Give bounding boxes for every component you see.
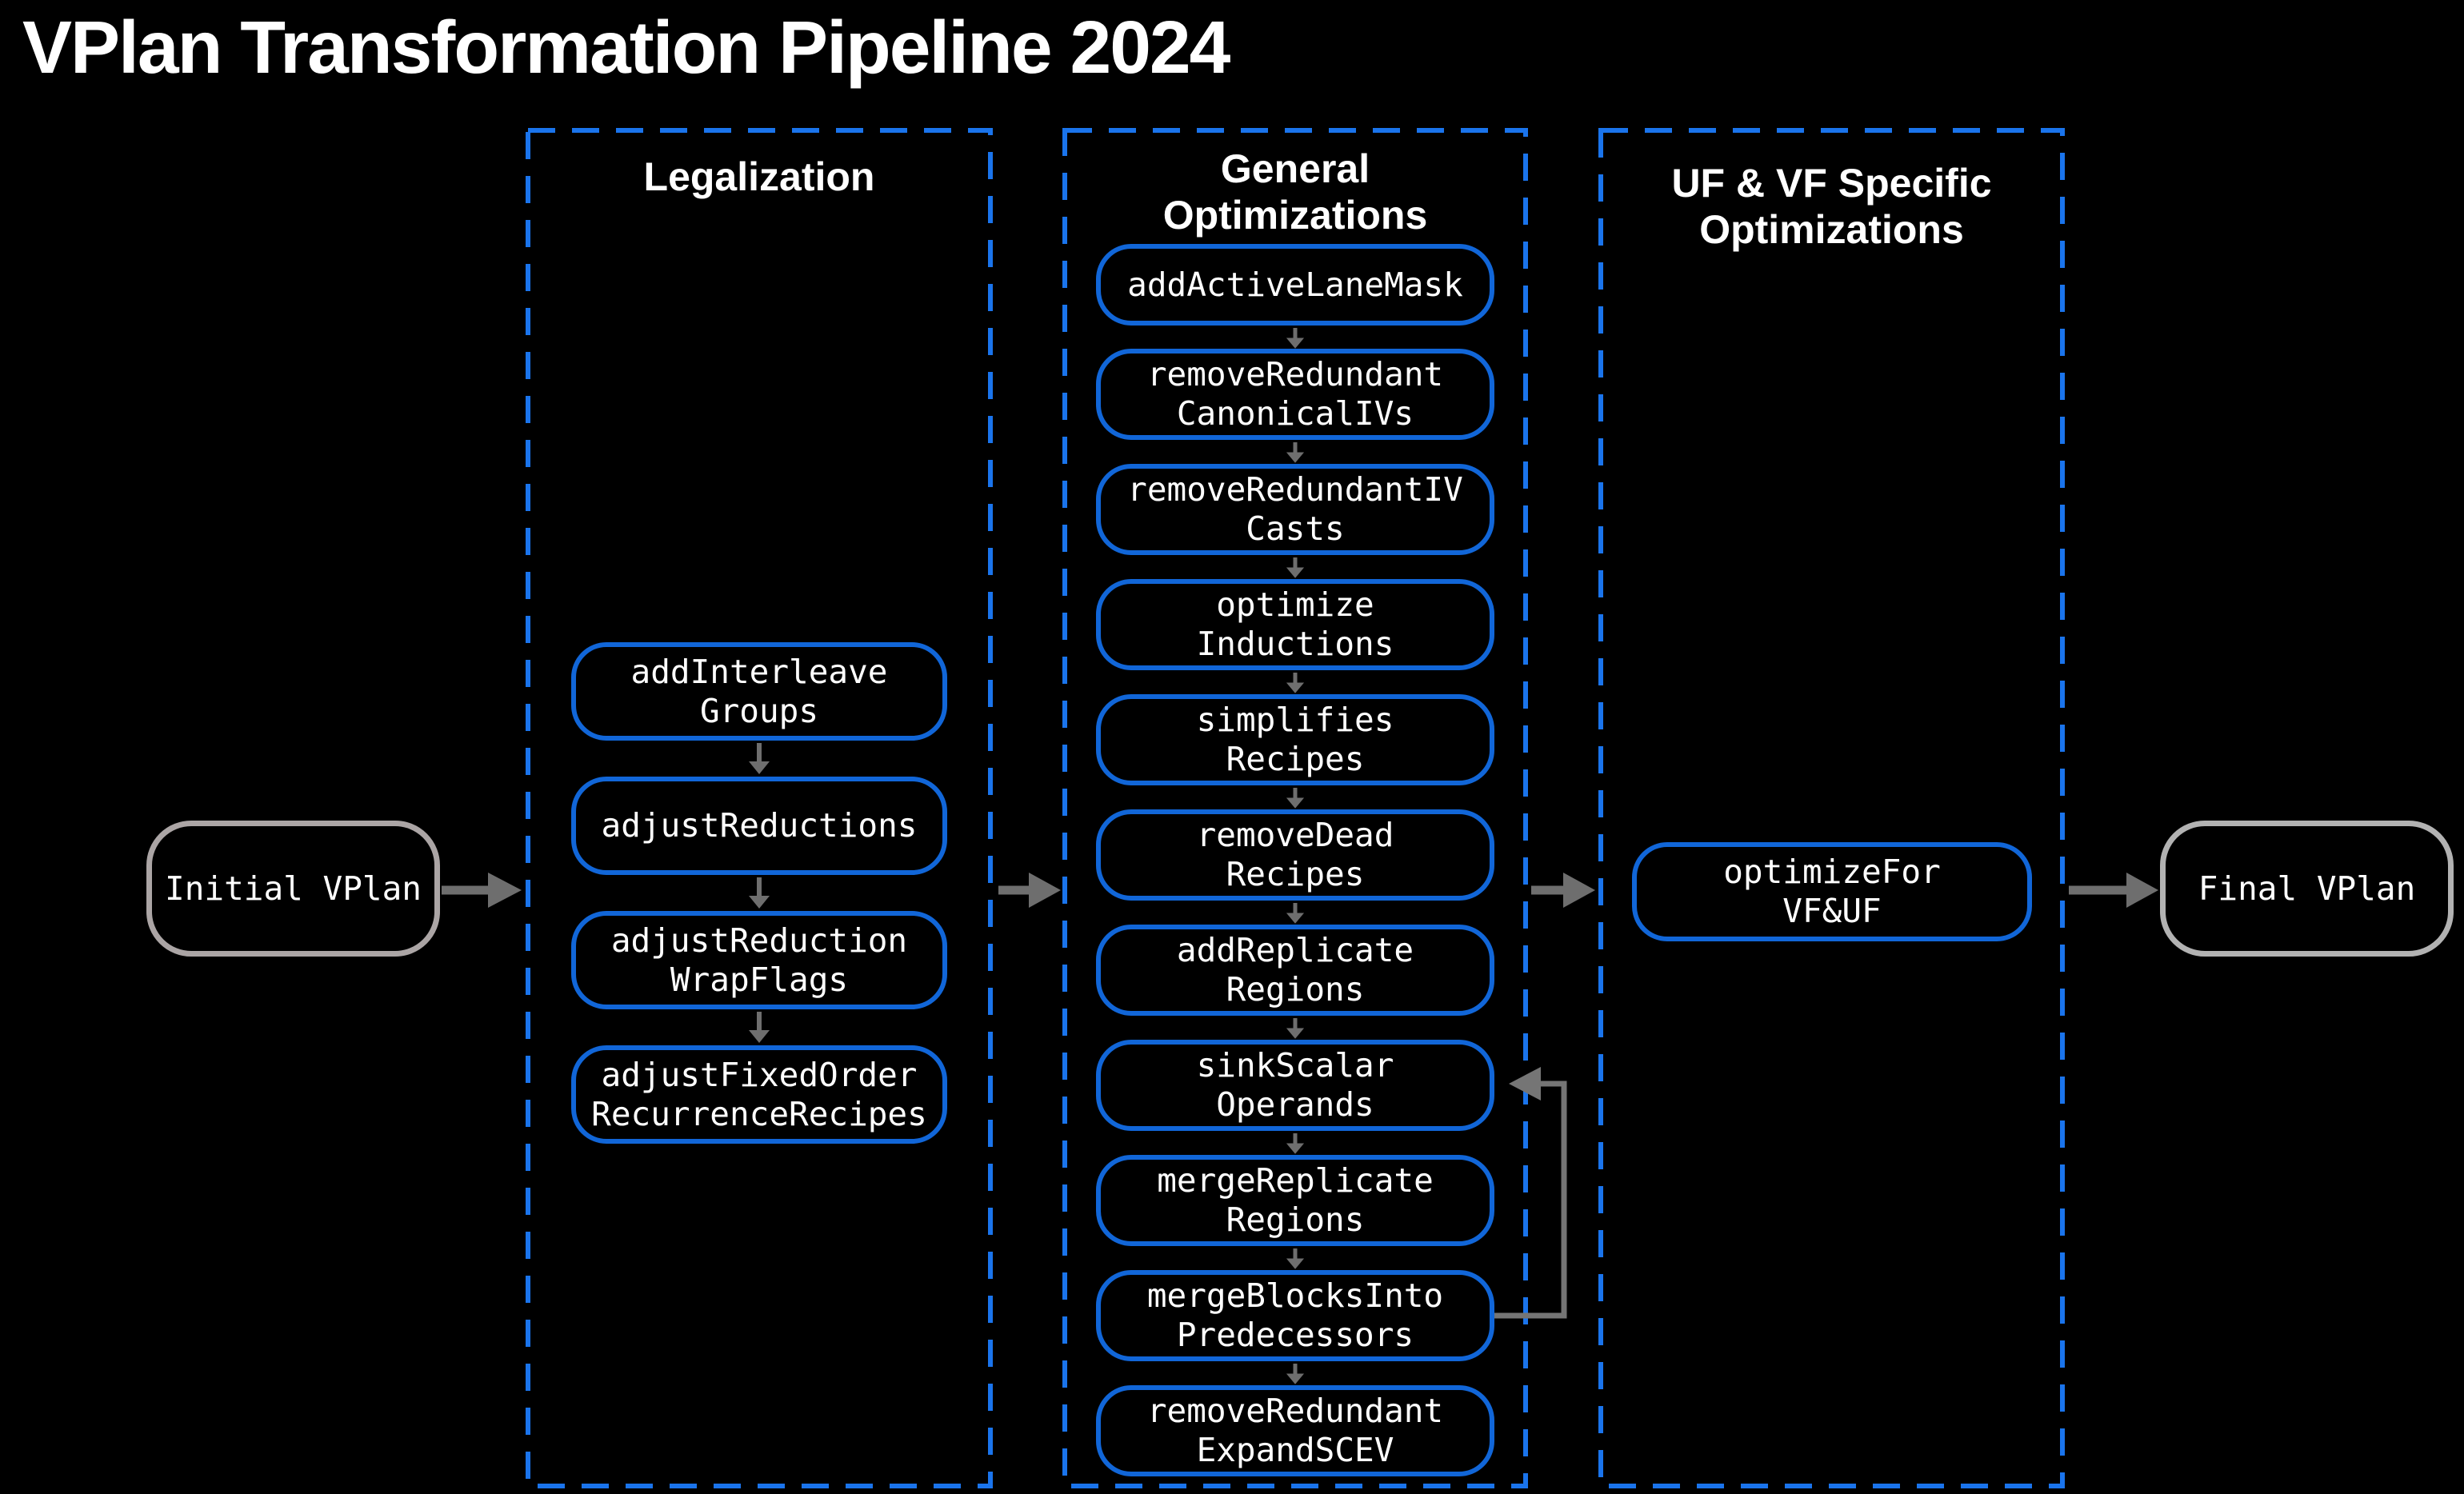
step-label: simplifies Recipes	[1196, 701, 1394, 778]
legalization-column-title: Legalization	[643, 154, 875, 199]
step-label: addInterleave Groups	[630, 652, 888, 730]
step-label: removeDead Recipes	[1196, 816, 1394, 893]
step-adjust-fixed-order-recurrence-recipes: adjustFixedOrder RecurrenceRecipes	[571, 1045, 947, 1144]
step-label: adjustReduction WrapFlags	[610, 921, 908, 999]
step-label: optimizeFor VF&UF	[1723, 853, 1941, 930]
step-label: removeRedundantIV Casts	[1127, 470, 1463, 548]
step-adjust-reduction-wrap-flags: adjustReduction WrapFlags	[571, 911, 947, 1009]
arrow-legalization-to-general	[998, 873, 1061, 908]
arrow-ufvf-to-final	[2069, 873, 2158, 908]
step-remove-dead-recipes: removeDead Recipes	[1096, 809, 1494, 901]
step-add-active-lane-mask: addActiveLaneMask	[1096, 244, 1494, 326]
step-label: mergeReplicate Regions	[1157, 1161, 1434, 1239]
step-label: removeRedundant ExpandSCEV	[1146, 1392, 1444, 1469]
step-merge-replicate-regions: mergeReplicate Regions	[1096, 1155, 1494, 1246]
initial-vplan-label: Initial VPlan	[165, 869, 422, 908]
initial-vplan-node: Initial VPlan	[146, 821, 440, 957]
final-vplan-node: Final VPlan	[2160, 821, 2454, 957]
step-merge-blocks-into-predecessors: mergeBlocksInto Predecessors	[1096, 1270, 1494, 1361]
general-column-step-arrows	[1286, 328, 1305, 1384]
step-sink-scalar-operands: sinkScalar Operands	[1096, 1040, 1494, 1131]
step-remove-redundant-iv-casts: removeRedundantIV Casts	[1096, 464, 1494, 555]
step-label: optimize Inductions	[1196, 585, 1394, 663]
arrow-adjustreductions-to-wrapflags	[749, 877, 770, 909]
step-label: sinkScalar Operands	[1196, 1046, 1394, 1124]
step-optimize-for-vf-uf: optimizeFor VF&UF	[1632, 842, 2032, 941]
step-label: adjustReductions	[601, 806, 918, 845]
diagram-title: VPlan Transformation Pipeline 2024	[22, 6, 1230, 89]
step-simplifies-recipes: simplifies Recipes	[1096, 694, 1494, 785]
arrow-addinterleave-to-adjustreductions	[749, 743, 770, 774]
general-optimizations-column-border	[1062, 128, 1528, 1488]
arrow-initial-to-legalization	[442, 873, 522, 908]
legalization-column-border	[526, 128, 993, 1488]
general-optimizations-column-title: General Optimizations	[1162, 146, 1428, 238]
step-label: adjustFixedOrder RecurrenceRecipes	[591, 1055, 927, 1133]
step-remove-redundant-expand-scev: removeRedundant ExpandSCEV	[1096, 1385, 1494, 1476]
step-remove-redundant-canonical-ivs: removeRedundant CanonicalIVs	[1096, 349, 1494, 440]
uf-vf-column-title: UF & VF Specific Optimizations	[1671, 161, 1992, 252]
step-adjust-reductions: adjustReductions	[571, 777, 947, 875]
step-label: addReplicate Regions	[1176, 931, 1414, 1009]
uf-vf-column-border	[1598, 128, 2065, 1488]
step-optimize-inductions: optimize Inductions	[1096, 579, 1494, 670]
step-add-replicate-regions: addReplicate Regions	[1096, 925, 1494, 1016]
step-label: mergeBlocksInto Predecessors	[1146, 1276, 1444, 1354]
step-label: addActiveLaneMask	[1127, 265, 1463, 304]
step-label: removeRedundant CanonicalIVs	[1146, 355, 1444, 433]
arrow-general-to-ufvf	[1531, 873, 1595, 908]
feedback-loop-arrow	[1494, 1067, 1567, 1319]
step-add-interleave-groups: addInterleave Groups	[571, 642, 947, 741]
arrow-wrapflags-to-fixedorder	[749, 1012, 770, 1043]
final-vplan-label: Final VPlan	[2198, 869, 2416, 908]
